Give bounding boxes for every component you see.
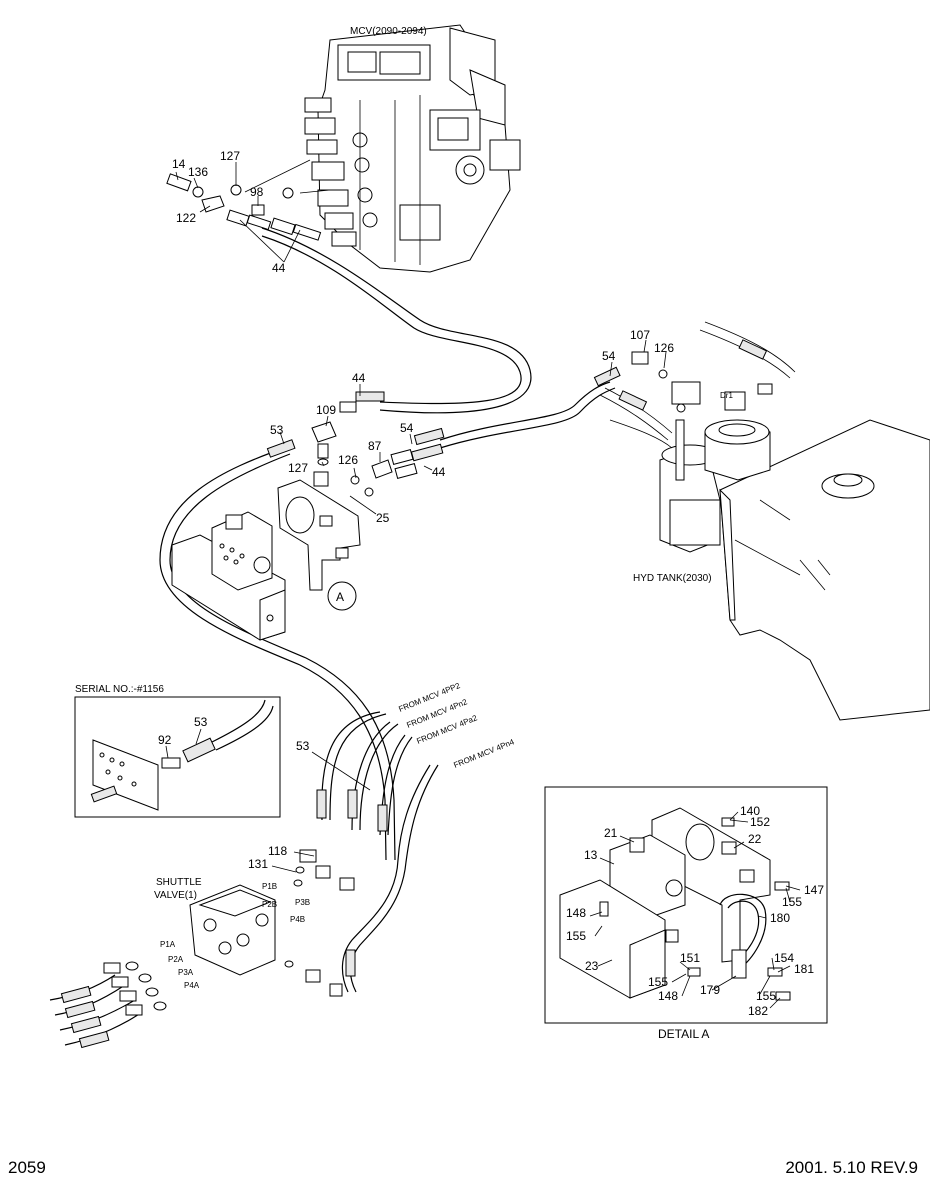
shuttle-label-1: SHUTTLE bbox=[156, 877, 202, 888]
pn-155-a: 155 bbox=[782, 895, 802, 909]
serial-no-label: SERIAL NO.:-#1156 bbox=[75, 684, 164, 695]
port-p1a: P1A bbox=[160, 940, 176, 949]
port-p4b: P4B bbox=[290, 915, 305, 924]
mcv-assembly bbox=[304, 24, 521, 273]
pn-155-c: 155 bbox=[648, 975, 668, 989]
pn-154: 154 bbox=[774, 951, 794, 965]
part-number-labels: 14 136 127 98 122 44 44 109 53 127 126 8… bbox=[158, 149, 824, 1018]
pn-87: 87 bbox=[368, 439, 382, 453]
shuttle-label-2: VALVE(1) bbox=[154, 890, 197, 901]
port-p3a: P3A bbox=[178, 968, 194, 977]
detail-a-label: DETAIL A bbox=[658, 1027, 709, 1041]
port-p1b: P1B bbox=[262, 882, 277, 891]
port-p3b: P3B bbox=[295, 898, 310, 907]
pn-54-a: 54 bbox=[400, 421, 414, 435]
page-number: 2059 bbox=[8, 1158, 46, 1177]
pn-182: 182 bbox=[748, 1004, 768, 1018]
pn-98: 98 bbox=[250, 185, 264, 199]
hyd-tank-label: HYD TANK(2030) bbox=[633, 573, 712, 584]
pn-54-b: 54 bbox=[602, 349, 616, 363]
pn-122: 122 bbox=[176, 211, 196, 225]
pn-151: 151 bbox=[680, 951, 700, 965]
note-4pn4: FROM MCV 4Pn4 bbox=[452, 737, 516, 770]
shuttle-valve bbox=[60, 849, 355, 1049]
pn-148-b: 148 bbox=[658, 989, 678, 1003]
pn-14: 14 bbox=[172, 157, 186, 171]
port-p2b: P2B bbox=[262, 900, 277, 909]
view-a-callout bbox=[327, 581, 357, 611]
pn-152: 152 bbox=[750, 815, 770, 829]
pn-13: 13 bbox=[584, 848, 598, 862]
pn-53-c: 53 bbox=[296, 739, 310, 753]
pn-22: 22 bbox=[748, 832, 762, 846]
hyd-tank bbox=[599, 321, 930, 721]
pn-127-b: 127 bbox=[288, 461, 308, 475]
pn-118: 118 bbox=[268, 844, 287, 858]
pn-140: 140 bbox=[740, 804, 760, 818]
hose-sleeves bbox=[266, 366, 621, 977]
pn-155-b: 155 bbox=[566, 929, 586, 943]
pn-155-d: 155 bbox=[756, 989, 776, 1003]
port-p2a: P2A bbox=[168, 955, 184, 964]
pn-131: 131 bbox=[248, 857, 268, 871]
pn-23: 23 bbox=[585, 959, 599, 973]
pn-44-a: 44 bbox=[272, 261, 286, 275]
pn-44-c: 44 bbox=[432, 465, 446, 479]
hose-routing bbox=[49, 227, 616, 1046]
pn-147: 147 bbox=[804, 883, 824, 897]
pn-126-b: 126 bbox=[654, 341, 674, 355]
pn-126-a: 126 bbox=[338, 453, 358, 467]
pn-181: 181 bbox=[794, 962, 814, 976]
detail-a-parts bbox=[559, 807, 791, 1001]
pn-179: 179 bbox=[700, 983, 720, 997]
pn-25: 25 bbox=[376, 511, 390, 525]
pn-92: 92 bbox=[158, 733, 172, 747]
port-labels: P1A P2A P3A P4A P1B P2B P3B P4B bbox=[160, 882, 310, 990]
flow-notes: FROM MCV 4PP2 FROM MCV 4Pn2 FROM MCV 4Pa… bbox=[397, 681, 516, 770]
serial-inset-parts bbox=[90, 699, 274, 811]
pn-109: 109 bbox=[316, 403, 336, 417]
revision-info: 2001. 5.10 REV.9 bbox=[785, 1158, 918, 1177]
pn-148-a: 148 bbox=[566, 906, 586, 920]
mcv-label: MCV(2090-2094) bbox=[350, 26, 427, 37]
port-dr1: Dr1 bbox=[720, 391, 733, 400]
bracket-assembly bbox=[171, 479, 361, 641]
pn-180: 180 bbox=[770, 911, 790, 925]
view-a-label: A bbox=[336, 590, 344, 604]
pn-127: 127 bbox=[220, 149, 240, 163]
pn-21: 21 bbox=[604, 826, 618, 840]
pn-44-b: 44 bbox=[352, 371, 366, 385]
center-fittings bbox=[311, 401, 418, 497]
port-p4a: P4A bbox=[184, 981, 200, 990]
pn-107: 107 bbox=[630, 328, 650, 342]
pn-53-b: 53 bbox=[194, 715, 208, 729]
leader-lines bbox=[165, 162, 801, 1009]
pn-136: 136 bbox=[188, 165, 208, 179]
pn-53-a: 53 bbox=[270, 423, 284, 437]
